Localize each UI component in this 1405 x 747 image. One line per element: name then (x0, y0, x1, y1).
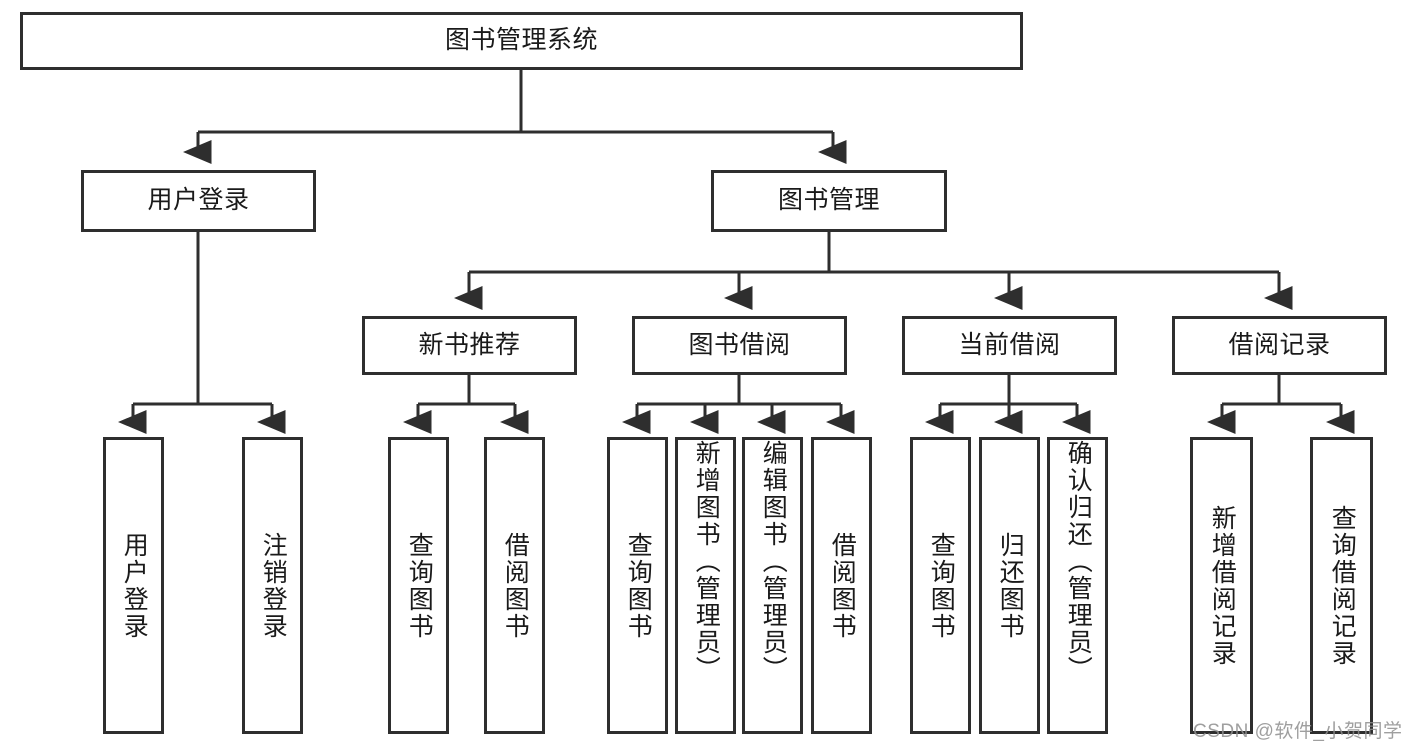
leaf-edit-book-label: 编辑图书（管理员） (759, 440, 788, 683)
leaf-confirm-return[interactable]: 确认归还（管理员） (1047, 437, 1108, 734)
leaf-query-book-2-label: 查询图书 (624, 531, 653, 640)
leaf-user-logout-label: 注销登录 (259, 531, 288, 640)
node-borrow-record[interactable]: 借阅记录 (1172, 316, 1387, 375)
csdn-watermark: CSDN @软件_小贺同学 (1193, 721, 1403, 742)
leaf-query-book-3[interactable]: 查询图书 (910, 437, 971, 734)
leaf-add-record[interactable]: 新增借阅记录 (1190, 437, 1253, 734)
leaf-query-book-1-label: 查询图书 (405, 531, 434, 640)
leaf-borrow-book-2-label: 借阅图书 (828, 531, 857, 640)
leaf-query-record-label: 查询借阅记录 (1328, 504, 1357, 667)
leaf-confirm-return-label: 确认归还（管理员） (1064, 440, 1093, 683)
leaf-borrow-book-1[interactable]: 借阅图书 (484, 437, 545, 734)
node-root-label: 图书管理系统 (444, 26, 598, 55)
leaf-query-book-2[interactable]: 查询图书 (607, 437, 668, 734)
node-borrow-record-label: 借阅记录 (1228, 330, 1331, 359)
leaf-edit-book[interactable]: 编辑图书（管理员） (742, 437, 803, 734)
node-book-borrow[interactable]: 图书借阅 (632, 316, 847, 375)
node-user-login[interactable]: 用户登录 (81, 170, 316, 232)
node-current-borrow[interactable]: 当前借阅 (902, 316, 1117, 375)
leaf-add-record-label: 新增借阅记录 (1208, 504, 1237, 667)
node-book-manage[interactable]: 图书管理 (711, 170, 947, 232)
node-book-borrow-label: 图书借阅 (688, 330, 791, 359)
leaf-user-login-label: 用户登录 (120, 531, 149, 640)
leaf-query-book-3-label: 查询图书 (927, 531, 956, 640)
leaf-user-logout[interactable]: 注销登录 (242, 437, 303, 734)
leaf-query-record[interactable]: 查询借阅记录 (1310, 437, 1373, 734)
node-new-book-rec-label: 新书推荐 (418, 330, 521, 359)
node-new-book-rec[interactable]: 新书推荐 (362, 316, 577, 375)
leaf-borrow-book-2[interactable]: 借阅图书 (811, 437, 872, 734)
node-book-manage-label: 图书管理 (777, 186, 880, 215)
node-user-login-label: 用户登录 (147, 186, 250, 215)
leaf-add-book[interactable]: 新增图书（管理员） (675, 437, 736, 734)
leaf-add-book-label: 新增图书（管理员） (692, 440, 721, 683)
node-root[interactable]: 图书管理系统 (20, 12, 1023, 70)
leaf-borrow-book-1-label: 借阅图书 (501, 531, 530, 640)
leaf-return-book[interactable]: 归还图书 (979, 437, 1040, 734)
leaf-user-login[interactable]: 用户登录 (103, 437, 164, 734)
leaf-query-book-1[interactable]: 查询图书 (388, 437, 449, 734)
leaf-return-book-label: 归还图书 (996, 531, 1025, 640)
node-current-borrow-label: 当前借阅 (958, 330, 1061, 359)
